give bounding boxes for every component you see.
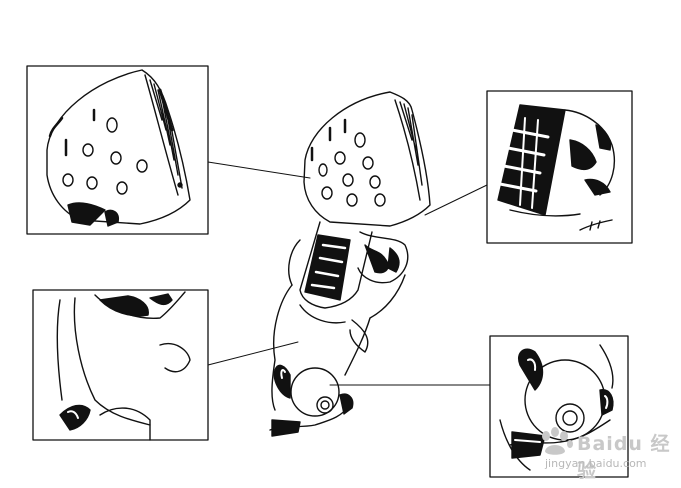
main-mid-section [288, 221, 409, 309]
leader-lines [207, 161, 491, 386]
inset-foot-detail [489, 335, 629, 478]
baidu-paw-icon [542, 427, 573, 455]
main-lower-section [271, 274, 406, 411]
main-figure [269, 91, 431, 437]
main-foot [269, 364, 354, 437]
inset-lower-detail [32, 289, 209, 441]
main-head-spots [310, 118, 386, 207]
watermark-url: jingyan.baidu.com [545, 457, 647, 470]
watermark-brand: Baidu 经验 [577, 433, 671, 482]
main-head [303, 91, 431, 227]
baidu-watermark: Baidu 经验 jingyan.baidu.com [535, 427, 675, 482]
inset-head-detail [26, 65, 209, 235]
inset-mid-detail [486, 90, 633, 244]
